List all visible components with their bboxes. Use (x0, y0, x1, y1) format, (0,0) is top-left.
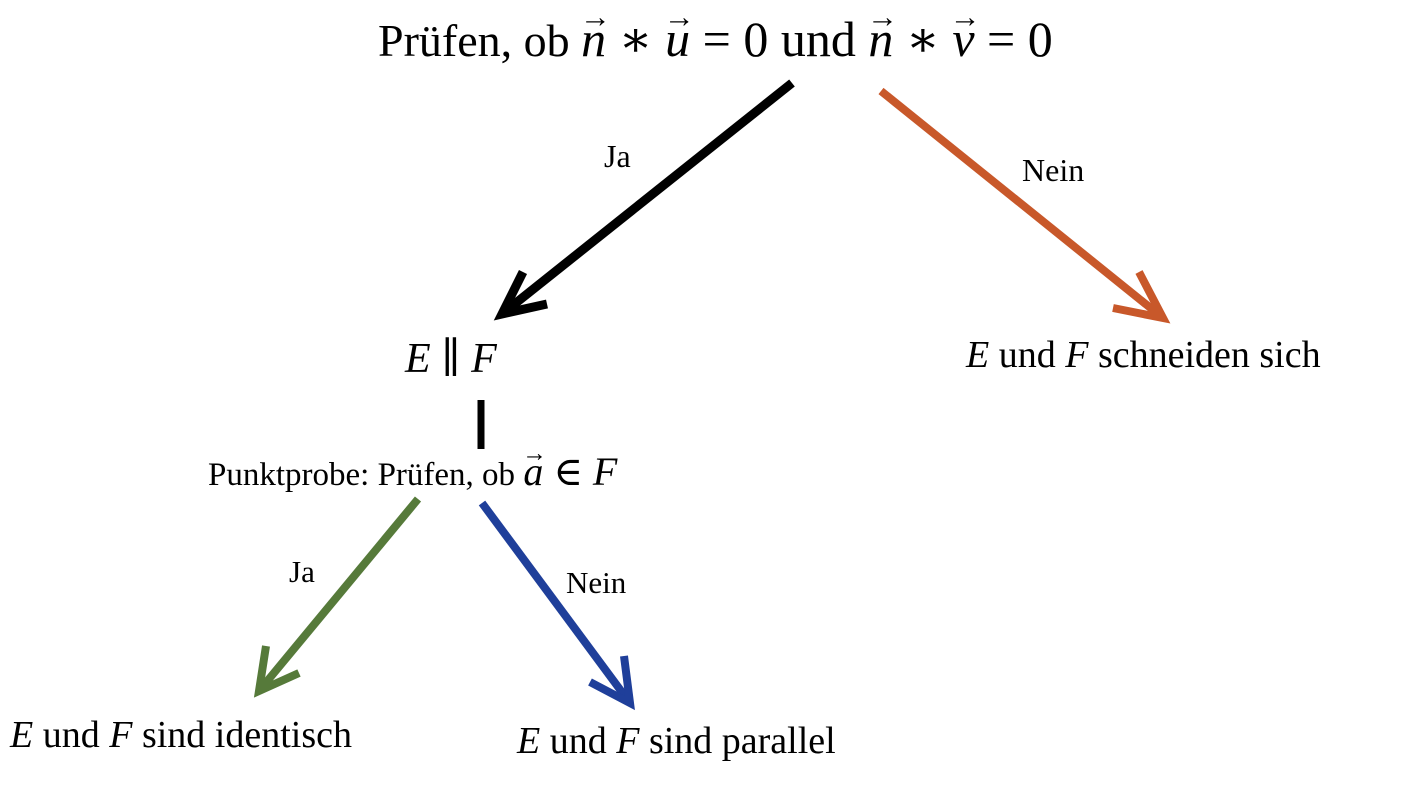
result-text: schneiden sich (1097, 334, 1321, 376)
plane-f: F (1065, 334, 1089, 376)
plane-f: F (592, 449, 618, 494)
branch-label-no: Nein (1022, 152, 1085, 188)
branch-label-yes: Ja (604, 138, 631, 174)
plane-f: F (616, 720, 640, 762)
vector-a: a (523, 452, 543, 492)
vector-n: n (868, 14, 893, 64)
conjunction: und (780, 11, 856, 67)
identical-result: E und F sind identisch (10, 716, 352, 754)
plane-e: E (10, 714, 34, 756)
vector-n: n (581, 14, 606, 64)
operator: ∗ (618, 11, 653, 67)
conjunction: und (42, 714, 100, 756)
arrow-no-2 (478, 500, 635, 711)
condition-prefix: Prüfen, ob (378, 15, 570, 66)
plane-e: E (405, 336, 431, 382)
probe-prefix: Punktprobe: Prüfen, ob (208, 457, 516, 493)
arrow-yes-2 (253, 496, 422, 698)
element-of-symbol: ∈ (553, 449, 583, 494)
plane-e: E (966, 334, 990, 376)
intersect-result: E und F schneiden sich (966, 336, 1321, 374)
operator: ∗ (905, 11, 940, 67)
parallel-node: E ∥ F (405, 338, 497, 380)
equals-zero: = 0 (702, 11, 769, 67)
arrow-yes-1 (493, 79, 795, 321)
result-text: sind identisch (141, 714, 352, 756)
result-text: sind parallel (648, 720, 836, 762)
plane-e: E (517, 720, 541, 762)
branch-label-no: Nein (566, 565, 627, 600)
plane-f: F (471, 336, 497, 382)
vector-u: u (665, 14, 690, 64)
point-test-node: Punktprobe: Prüfen, ob a ∈ F (208, 452, 617, 492)
branch-label-yes: Ja (289, 554, 315, 589)
conjunction: und (549, 720, 607, 762)
condition-question: Prüfen, ob n ∗ u = 0 und n ∗ v = 0 (378, 14, 1053, 64)
equals-zero: = 0 (987, 11, 1053, 67)
parallel-symbol: ∥ (441, 336, 461, 382)
plane-f: F (109, 714, 133, 756)
vector-v: v (952, 14, 974, 64)
conjunction: und (998, 334, 1056, 376)
parallel-result: E und F sind parallel (517, 722, 836, 760)
arrow-no-1 (878, 87, 1171, 324)
